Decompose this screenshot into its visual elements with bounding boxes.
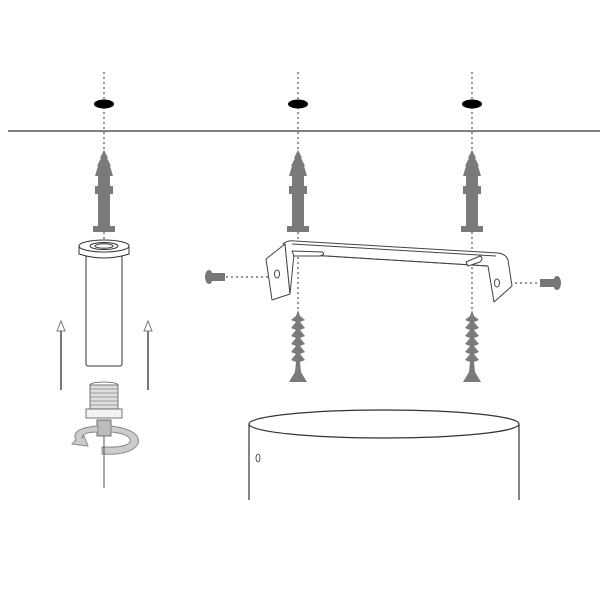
wood-screw: [463, 310, 481, 382]
sleeve: [78, 239, 130, 367]
machine-screw-left: [205, 270, 225, 284]
drill-holes: [94, 99, 482, 109]
wood-screw: [289, 310, 307, 382]
rotate-arrow-icon: [70, 425, 139, 455]
drill-hole: [94, 99, 114, 109]
wall-anchor: [287, 150, 309, 232]
mounting-bracket: [265, 240, 513, 303]
wall-anchor: [93, 150, 115, 232]
drill-hole: [462, 99, 482, 109]
wall-anchor: [461, 150, 483, 232]
machine-screw-right: [540, 276, 561, 290]
threaded-fitting: [85, 381, 123, 437]
drill-hole: [288, 99, 308, 109]
up-arrows: [56, 319, 153, 390]
canopy: [248, 409, 520, 500]
